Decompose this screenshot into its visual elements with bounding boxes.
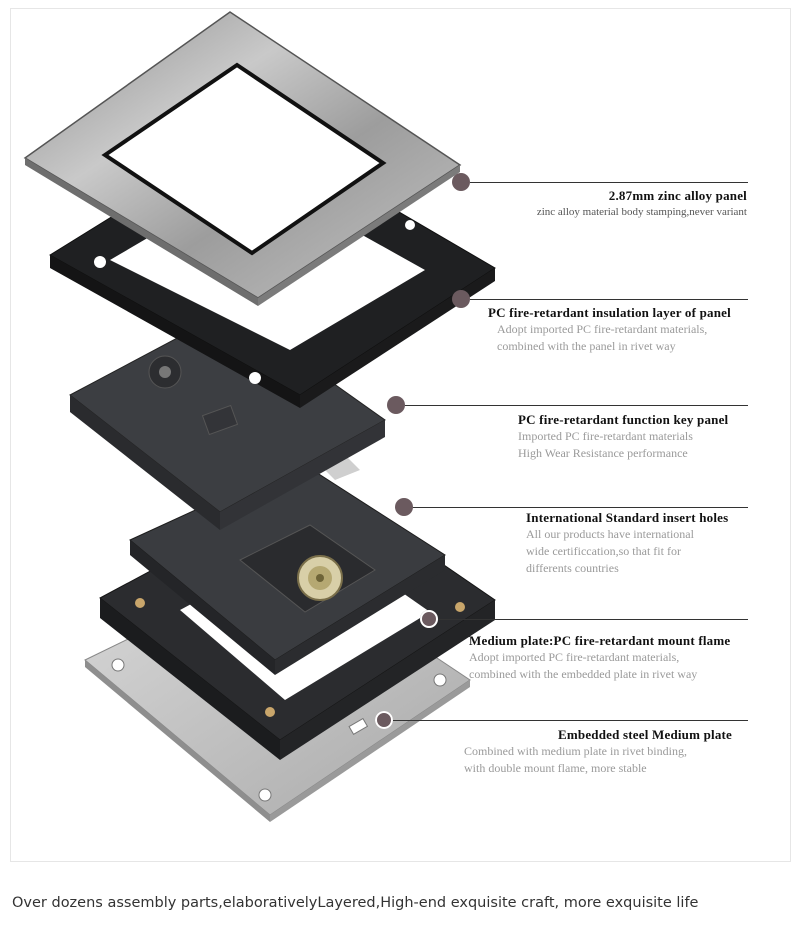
- callout-title: Embedded steel Medium plate: [558, 727, 733, 742]
- callout-medium-plate: Medium plate:PC fire-retardant mount fla…: [469, 633, 730, 683]
- callout-dot-4: [395, 498, 413, 516]
- callout-embedded-steel-plate: Embedded steel Medium plate Combined wit…: [464, 727, 732, 777]
- callout-title: International Standard insert holes: [526, 510, 729, 525]
- leader-line-6: [393, 720, 748, 721]
- callout-desc-line: zinc alloy material body stamping,never …: [536, 206, 747, 218]
- callout-dot-6: [375, 711, 393, 729]
- zinc-alloy-panel: [23, 11, 462, 306]
- leader-line-5: [438, 619, 748, 620]
- callout-dot-3: [387, 396, 405, 414]
- callout-desc-line: wide certificcation,so that fit for: [526, 544, 681, 558]
- callout-insert-holes: International Standard insert holes All …: [526, 510, 728, 577]
- leader-line-3: [405, 405, 748, 406]
- callout-desc-line: with double mount flame, more stable: [464, 761, 647, 775]
- callout-desc-line: All our products have international: [526, 527, 694, 541]
- callout-title: PC fire-retardant insulation layer of pa…: [488, 305, 731, 320]
- callout-desc-line: combined with the embedded plate in rive…: [469, 667, 698, 681]
- callout-desc-line: Adopt imported PC fire-retardant materia…: [469, 650, 680, 664]
- callout-function-key-panel: PC fire-retardant function key panel Imp…: [518, 412, 728, 462]
- footer-caption: Over dozens assembly parts,elaboratively…: [12, 895, 699, 911]
- callout-desc-line: Combined with medium plate in rivet bind…: [464, 744, 687, 758]
- callout-insulation-layer: PC fire-retardant insulation layer of pa…: [488, 305, 731, 355]
- callout-title: Medium plate:PC fire-retardant mount fla…: [469, 633, 731, 648]
- callout-desc-line: differents countries: [526, 561, 619, 575]
- callout-desc-line: High Wear Resistance performance: [518, 446, 688, 460]
- leader-line-2: [470, 299, 748, 300]
- callout-title: PC fire-retardant function key panel: [518, 412, 729, 427]
- callout-dot-2: [452, 290, 470, 308]
- function-key-panel: [69, 309, 386, 530]
- callout-desc-line: combined with the panel in rivet way: [497, 339, 676, 353]
- callout-dot-1: [452, 173, 470, 191]
- callout-zinc-panel: 2.87mm zinc alloy panel zinc alloy mater…: [537, 188, 747, 221]
- callout-desc-line: Imported PC fire-retardant materials: [518, 429, 693, 443]
- exploded-socket-illustration: [23, 11, 496, 822]
- leader-line-1: [470, 182, 748, 183]
- leader-line-4: [413, 507, 748, 508]
- callout-dot-5: [420, 610, 438, 628]
- callout-title: 2.87mm zinc alloy panel: [608, 188, 747, 203]
- callout-desc-line: Adopt imported PC fire-retardant materia…: [497, 322, 708, 336]
